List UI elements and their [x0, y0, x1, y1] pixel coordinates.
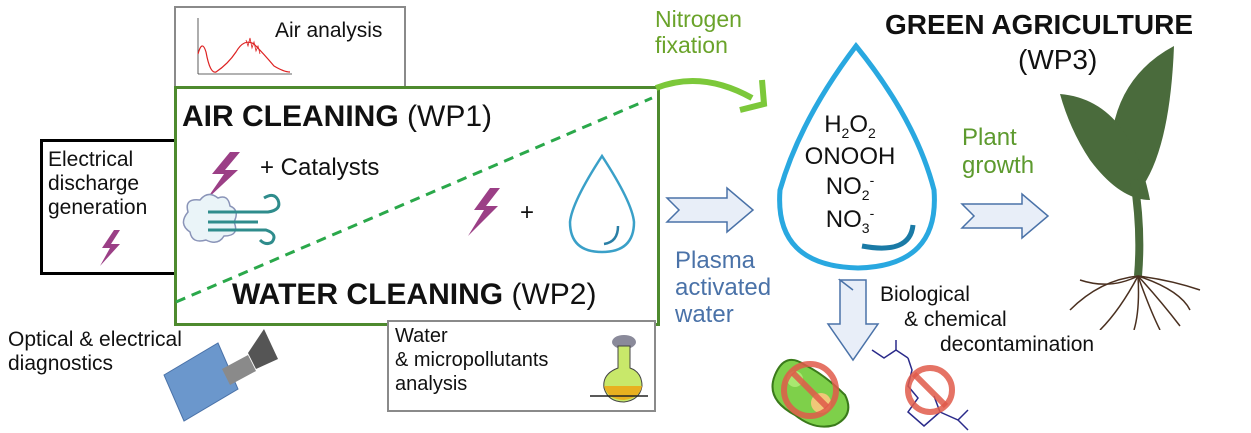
label-line: analysis: [395, 373, 468, 395]
species-no2: NO2-: [825, 172, 875, 204]
label-line: & chemical: [904, 308, 1007, 332]
water-drop-icon: [568, 153, 636, 254]
plus-label: +: [520, 199, 535, 226]
label-line: Nitrogen: [655, 6, 742, 32]
arrow-right-icon: [960, 192, 1050, 240]
prohibited-icon: [781, 361, 839, 419]
label-line: growth: [962, 151, 1035, 179]
flask-icon: [590, 335, 648, 403]
diagonal-divider: [175, 96, 653, 304]
air-analysis-box: Air analysis: [174, 6, 406, 90]
green-agriculture-title: GREEN AGRICULTURE: [885, 9, 1193, 40]
label-line: fixation: [655, 32, 728, 59]
label-line: Electrical: [48, 148, 134, 171]
arrow-down-icon: [826, 278, 880, 362]
water-analysis-label: Water & micropollutants analysis: [395, 324, 548, 396]
label-line: discharge: [48, 172, 140, 196]
plasma-water-drop-icon: [777, 41, 937, 271]
air-cleaning-title: AIR CLEANING (WP1): [182, 100, 493, 133]
water-cleaning-bold: WATER CLEANING: [232, 278, 504, 311]
electrical-discharge-label: Electrical discharge generation: [48, 148, 147, 220]
prohibited-icon: [905, 365, 955, 415]
label-line: & micropollutants: [395, 349, 549, 371]
catalysts-label: + Catalysts: [260, 154, 380, 181]
label-line: diagnostics: [8, 352, 114, 376]
label-line: Plant: [962, 124, 1017, 151]
label-line: Biological: [880, 283, 970, 306]
label-line: Plasma: [675, 247, 756, 274]
lightning-icon: [206, 152, 240, 200]
label-line: Water: [395, 325, 448, 347]
air-cleaning-bold: AIR CLEANING: [182, 100, 399, 133]
cleaning-box: [174, 86, 660, 326]
reactive-species-list: H2O2 ONOOH NO2- NO3-: [790, 110, 910, 237]
lightning-icon: [468, 188, 500, 236]
air-cleaning-wp: (WP1): [407, 100, 493, 133]
species-onooh: ONOOH: [804, 143, 896, 171]
wp3-label: (WP3): [1018, 44, 1098, 75]
decontamination-label: Biological & chemical decontamination: [880, 282, 1094, 358]
label-line: Optical & electrical: [8, 328, 182, 351]
species-no3: NO3-: [825, 204, 875, 236]
label-line: decontamination: [940, 333, 1095, 357]
label-line: water: [675, 300, 734, 328]
optical-diagnostics-label: Optical & electrical diagnostics: [8, 328, 182, 376]
water-cleaning-title: WATER CLEANING (WP2): [232, 278, 597, 311]
plasma-activated-water-label: Plasma activated water: [675, 247, 772, 329]
species-h2o2: H2O2: [824, 111, 876, 141]
spectrum-chart-icon: [197, 18, 292, 75]
water-cleaning-wp: (WP2): [511, 278, 597, 311]
bacteria-icon: [771, 358, 850, 428]
molecule-icon: [871, 340, 969, 431]
plant-growth-label: Plant growth: [962, 124, 1034, 179]
camera-icon: [163, 329, 278, 422]
air-analysis-label: Air analysis: [275, 19, 383, 42]
lightning-icon: [100, 230, 120, 266]
arrow-right-icon: [665, 186, 755, 234]
nitrogen-fixation-label: Nitrogen fixation: [655, 6, 742, 59]
curved-arrow-icon: [654, 77, 768, 113]
plant-icon: [1060, 46, 1201, 330]
wind-icon: [182, 193, 281, 246]
label-line: generation: [48, 196, 148, 220]
label-line: activated: [675, 273, 772, 301]
